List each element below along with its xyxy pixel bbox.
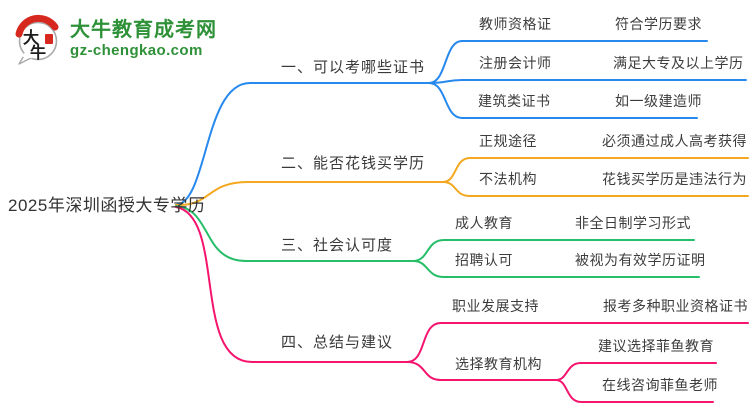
daniu-bubble-logo-icon: 大 牛 [15, 14, 59, 65]
detail-career-support: 报考多种职业资格证书 [603, 298, 748, 314]
detail-hiring-recognition: 被视为有效学历证明 [575, 252, 706, 268]
site-url: gz-chengkao.com [70, 42, 203, 59]
child-adult-education: 成人教育 [455, 215, 513, 231]
branch-label-certificates: 一、可以考哪些证书 [281, 59, 426, 76]
child-cpa: 注册会计师 [479, 55, 552, 71]
child-illegal-agency: 不法机构 [479, 171, 537, 187]
child-construction-cert: 建筑类证书 [478, 93, 551, 109]
branch-lines-recognition [175, 205, 700, 278]
branch-label-buy-diploma: 二、能否花钱买学历 [281, 155, 426, 172]
detail-consult-feiyu: 在线咨询菲鱼老师 [602, 377, 718, 393]
root-topic: 2025年深圳函授大专学历 [8, 196, 206, 215]
detail-adult-education: 非全日制学习形式 [575, 215, 691, 231]
detail-illegal-agency: 花钱买学历是违法行为 [602, 171, 747, 187]
branch-lines-summary [175, 206, 749, 403]
detail-construction-cert: 如一级建造师 [615, 93, 702, 109]
branch-lines-certificates [175, 40, 747, 206]
detail-formal-channel: 必须通过成人高考获得 [602, 133, 747, 149]
child-teacher-cert: 教师资格证 [479, 16, 552, 32]
site-logo: 大 牛 大牛教育成考网 gz-chengkao.com [12, 8, 242, 70]
branch-lines-buy-diploma [175, 157, 749, 207]
detail-teacher-cert: 符合学历要求 [615, 16, 702, 32]
child-career-support: 职业发展支持 [452, 298, 539, 314]
branch-label-summary: 四、总结与建议 [281, 334, 394, 351]
child-formal-channel: 正规途径 [479, 133, 537, 149]
site-name: 大牛教育成考网 [70, 19, 217, 41]
detail-choose-feiyu: 建议选择菲鱼教育 [598, 338, 714, 354]
child-hiring-recognition: 招聘认可 [455, 252, 513, 268]
badge-char-bottom: 牛 [30, 43, 46, 62]
badge-char-top: 大 [23, 28, 39, 47]
detail-cpa: 满足大专及以上学历 [613, 55, 744, 71]
branch-label-recognition: 三、社会认可度 [281, 237, 394, 254]
child-choose-institution: 选择教育机构 [455, 356, 542, 372]
